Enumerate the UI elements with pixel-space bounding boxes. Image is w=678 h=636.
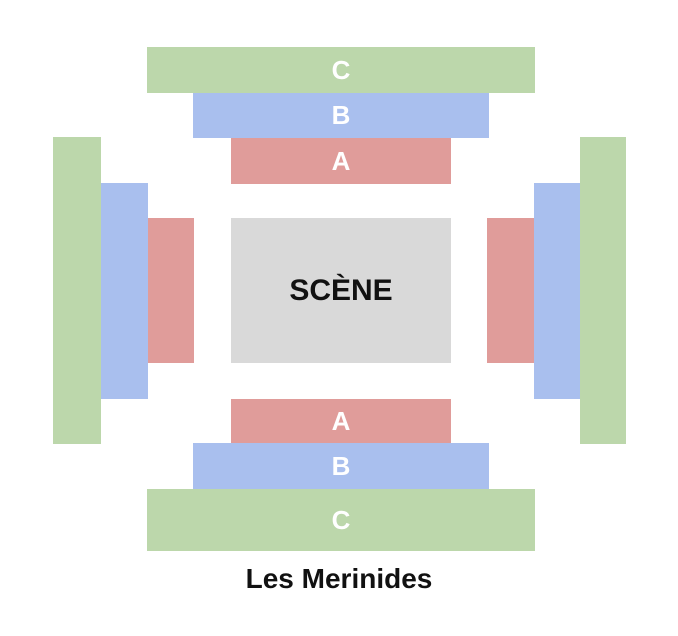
section-c-top-label: C xyxy=(331,54,351,85)
section-b-top-label: B xyxy=(331,100,351,130)
section-c-right[interactable] xyxy=(580,137,626,444)
section-c-bottom[interactable]: C xyxy=(147,489,535,551)
section-b-left[interactable] xyxy=(101,183,148,399)
section-b-right[interactable] xyxy=(534,183,580,399)
section-b-bottom[interactable]: B xyxy=(193,443,489,489)
section-c-bottom-label: C xyxy=(331,504,351,535)
section-b-bottom-label: B xyxy=(331,450,351,481)
section-c-top[interactable]: C xyxy=(147,47,535,93)
section-a-left[interactable] xyxy=(148,218,194,363)
stage-label: SCÈNE xyxy=(289,273,393,307)
section-a-bottom-label: A xyxy=(331,405,351,436)
section-a-right[interactable] xyxy=(487,218,534,363)
section-a-bottom[interactable]: A xyxy=(231,399,451,443)
section-a-top[interactable]: A xyxy=(231,138,451,184)
stage: SCÈNE xyxy=(231,218,451,363)
section-b-top[interactable]: B xyxy=(193,93,489,138)
venue-name: Les Merinides xyxy=(245,563,433,594)
section-c-left[interactable] xyxy=(53,137,101,444)
section-a-top-label: A xyxy=(331,145,351,176)
